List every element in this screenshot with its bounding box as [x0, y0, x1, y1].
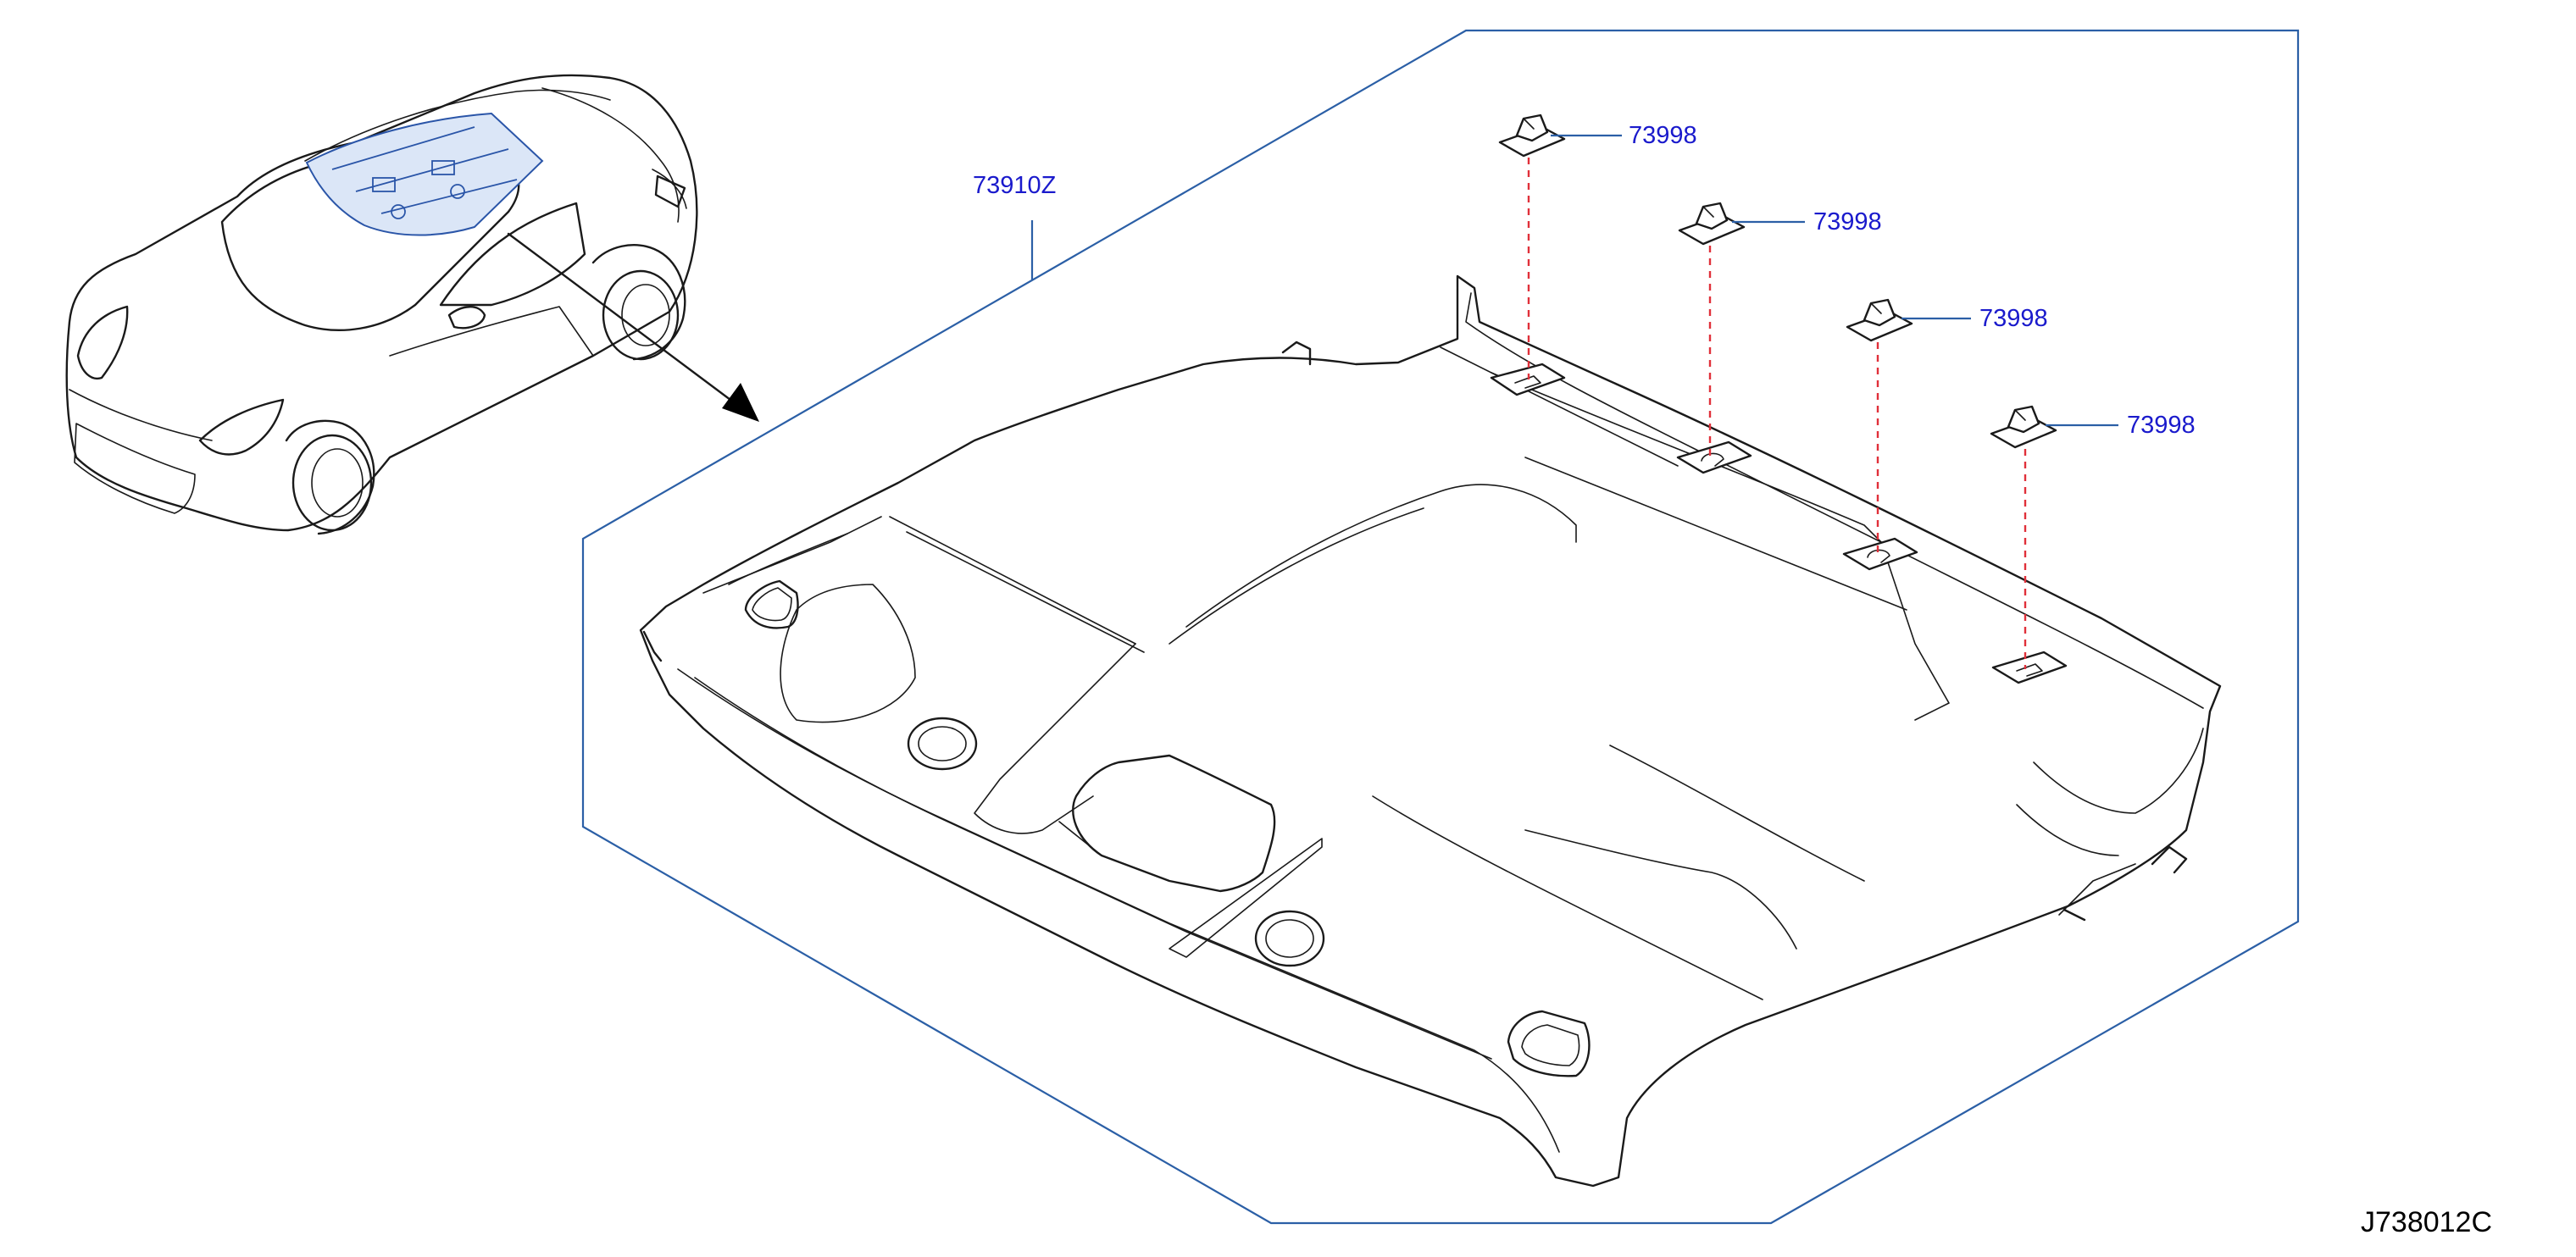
label-clip-73998-3: 73998 [1979, 305, 2048, 332]
car-illustration [65, 74, 698, 535]
diagram-reference-number: J738012C [2361, 1206, 2493, 1238]
label-clip-73998-2: 73998 [1813, 208, 1882, 235]
callout-arrow [507, 232, 759, 422]
clip-part-2 [1678, 202, 1746, 246]
car-headlining-highlight [305, 112, 544, 236]
label-headlining-73910z: 73910Z [973, 172, 1057, 199]
exploded-view-frame [581, 29, 2300, 1225]
clip-seat-3 [1842, 537, 1918, 571]
label-clip-73998-1: 73998 [1629, 122, 1697, 149]
clip-part-1 [1498, 114, 1566, 158]
clip-part-3 [1846, 298, 1913, 342]
clip-part-4 [1990, 405, 2057, 449]
label-clip-73998-4: 73998 [2127, 412, 2196, 439]
headlining-part [639, 274, 2222, 1188]
clip-seat-2 [1676, 440, 1752, 474]
